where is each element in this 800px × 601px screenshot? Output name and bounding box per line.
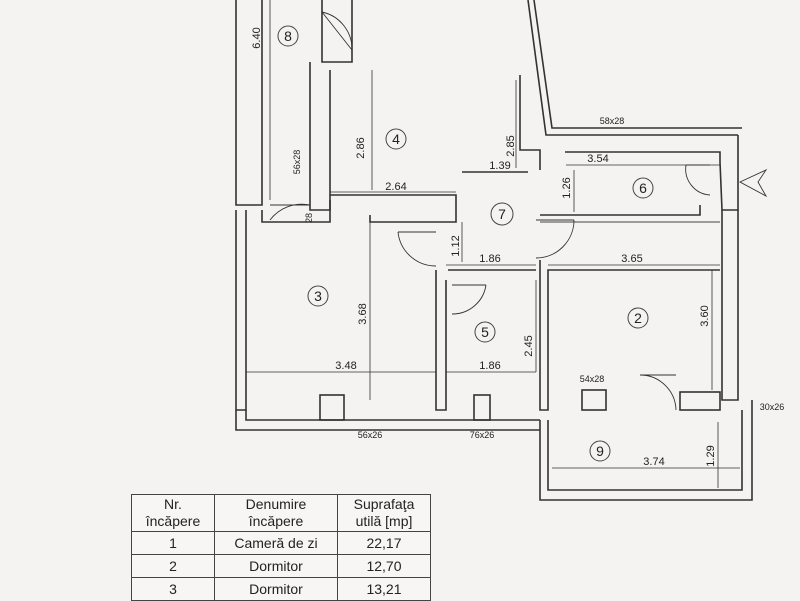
cell-room-area: 22,17 xyxy=(337,531,431,555)
dim-r2-height: 3.60 xyxy=(699,305,711,326)
opening-56x26: 56x26 xyxy=(358,430,383,440)
cell-room-area: 12,70 xyxy=(337,554,431,578)
dim-r4-height: 2.86 xyxy=(355,137,367,158)
cell-room-number: 1 xyxy=(131,531,215,555)
room-number-6: 6 xyxy=(639,180,647,196)
dim-r7-height: 1.12 xyxy=(450,235,462,256)
dim-r9-height: 1.29 xyxy=(705,445,717,466)
dim-r9-width: 3.74 xyxy=(643,456,664,468)
doors xyxy=(269,11,711,411)
opening-56x28-left: 56x28 xyxy=(292,150,302,175)
opening-labels: 58x28 56x28 28 56x26 76x26 54x28 30x26 xyxy=(292,116,784,440)
cell-room-number: 3 xyxy=(131,577,215,601)
room-area-table: Nr. încăpere Denumire încăpere Suprafaţa… xyxy=(131,494,431,601)
dimension-labels: 6.40 2.86 2.64 1.39 2.85 3.54 1.26 1.12 … xyxy=(251,27,717,468)
header-room-number: Nr. încăpere xyxy=(131,494,215,532)
table-row: 1 Cameră de zi 22,17 xyxy=(131,531,431,555)
room-number-2: 2 xyxy=(634,310,642,326)
walls xyxy=(235,0,753,501)
opening-54x28: 54x28 xyxy=(580,374,605,384)
room-number-5: 5 xyxy=(481,324,489,340)
room-number-8: 8 xyxy=(284,28,292,44)
dim-r7-width: 1.86 xyxy=(479,253,500,265)
room-labels: 8 4 7 6 3 5 2 9 xyxy=(277,25,654,462)
table-header-row: Nr. încăpere Denumire încăpere Suprafaţa… xyxy=(131,494,431,532)
cell-room-name: Dormitor xyxy=(214,554,338,578)
dim-r5-width: 1.86 xyxy=(479,360,500,372)
table-row: 2 Dormitor 12,70 xyxy=(131,554,431,578)
dim-r4-width: 2.64 xyxy=(385,181,406,193)
dim-r3-height: 3.68 xyxy=(357,303,369,324)
north-arrow-icon xyxy=(738,168,768,198)
opening-28-left: 28 xyxy=(304,213,314,223)
dimension-lines xyxy=(246,0,740,488)
dim-r6-width: 3.54 xyxy=(587,153,608,165)
cell-room-name: Dormitor xyxy=(214,577,338,601)
opening-30x26: 30x26 xyxy=(760,402,785,412)
cell-room-number: 2 xyxy=(131,554,215,578)
dim-r5-height: 2.45 xyxy=(523,335,535,356)
dim-r6-height: 1.26 xyxy=(561,177,573,198)
dim-r8-height: 6.40 xyxy=(251,27,263,48)
room-number-4: 4 xyxy=(392,131,400,147)
opening-58x28: 58x28 xyxy=(600,116,625,126)
dim-r2-width: 3.65 xyxy=(621,253,642,265)
opening-76x26: 76x26 xyxy=(470,430,495,440)
dim-r7-top-height: 2.85 xyxy=(505,135,517,156)
cell-room-name: Cameră de zi xyxy=(214,531,338,555)
room-number-3: 3 xyxy=(314,288,322,304)
table-row: 3 Dormitor 13,21 xyxy=(131,577,431,601)
header-room-area: Suprafaţa utilă [mp] xyxy=(337,494,431,532)
header-room-name: Denumire încăpere xyxy=(214,494,338,532)
cell-room-area: 13,21 xyxy=(337,577,431,601)
room-number-7: 7 xyxy=(498,206,506,222)
dim-r7-top-width: 1.39 xyxy=(489,160,510,172)
dim-r3-width: 3.48 xyxy=(335,360,356,372)
room-number-9: 9 xyxy=(596,443,604,459)
